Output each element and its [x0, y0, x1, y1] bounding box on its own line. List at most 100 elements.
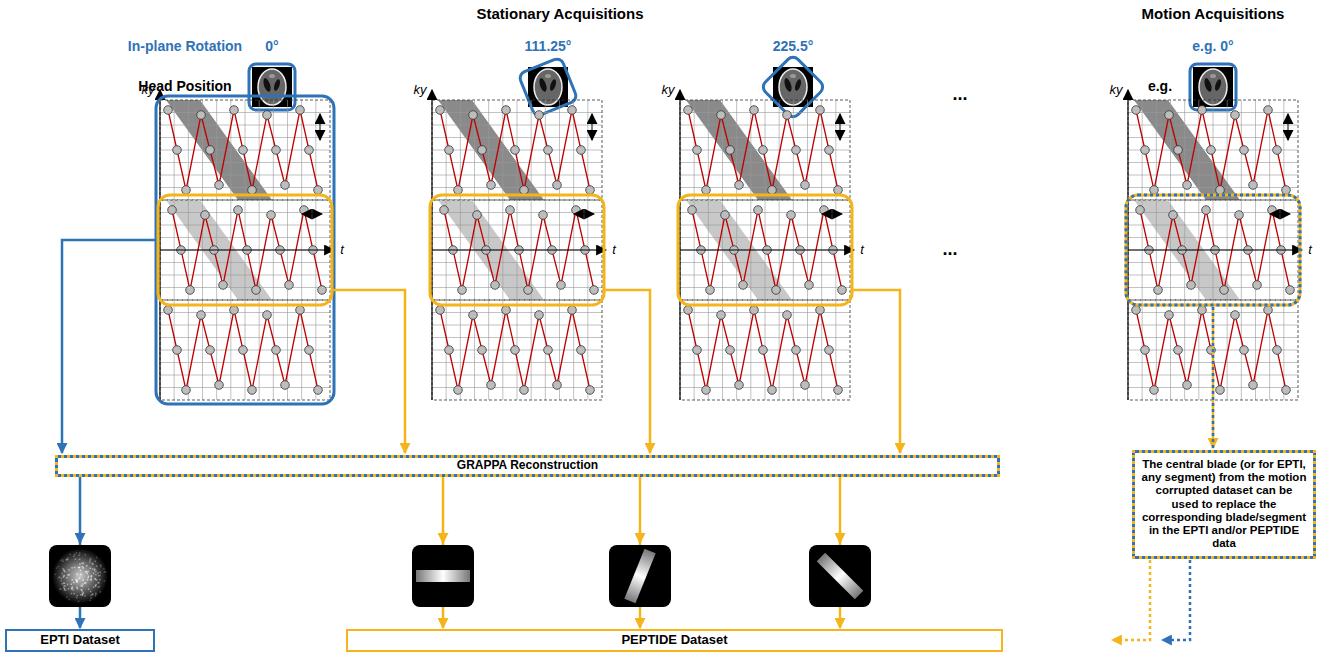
grid-line [1128, 125, 1298, 126]
sample-point [787, 211, 796, 220]
noise-dot [84, 582, 86, 584]
sample-point [816, 306, 825, 315]
blade-stripe [624, 549, 655, 604]
sample-point [305, 346, 314, 355]
sample-point [300, 206, 309, 215]
sample-point [702, 386, 711, 395]
sample-point [544, 146, 553, 155]
noise-dot [86, 565, 88, 567]
noise-dot [63, 576, 65, 578]
reconstructed-image [609, 545, 671, 607]
grid-line [680, 337, 850, 338]
note-box: The central blade (or for EPTI, any segm… [1132, 450, 1316, 559]
noise-dot [103, 568, 105, 570]
axis-label: t [860, 243, 864, 257]
sample-point [834, 186, 843, 195]
noise-dot [79, 559, 81, 561]
feature [545, 74, 551, 78]
noise-dot [68, 588, 70, 590]
flow-arrow [1212, 307, 1215, 448]
t-axis [680, 249, 854, 250]
annotation-label: e.g. 0° [1192, 39, 1233, 54]
sample-point [173, 146, 182, 155]
sample-point [1249, 181, 1258, 190]
ventricle [1214, 79, 1222, 92]
sample-point [577, 146, 586, 155]
noise-dot [78, 567, 80, 569]
sample-point [1136, 206, 1145, 215]
sample-point [281, 181, 290, 190]
noise-dot [78, 567, 80, 569]
sample-point [721, 211, 730, 220]
sample-point [772, 286, 781, 295]
grid-line [160, 362, 330, 363]
sample-point [285, 281, 294, 290]
rotation-frame [249, 64, 295, 110]
sample-point [1165, 311, 1174, 320]
kspace-panel [678, 90, 854, 400]
sample-point [1141, 346, 1150, 355]
blade-stripe [817, 553, 864, 600]
sample-point [469, 111, 478, 120]
sample-point [478, 346, 487, 355]
noise-dot [58, 577, 60, 579]
noise-dot [67, 557, 69, 559]
sample-point [1282, 386, 1291, 395]
sample-point [1187, 281, 1196, 290]
flow-arrow-head [442, 532, 445, 543]
sample-point [1183, 181, 1192, 190]
noise-dot [64, 571, 66, 573]
sample-point [182, 186, 191, 195]
noise-dot [94, 569, 96, 571]
grid-line [1128, 262, 1298, 263]
noise-dot [76, 587, 78, 589]
grid-line [160, 112, 330, 113]
sample-point [557, 281, 566, 290]
sample-point [182, 386, 191, 395]
sample-point [272, 146, 281, 155]
sample-point [164, 106, 173, 115]
sample-point [1132, 106, 1141, 115]
t-axis [1128, 249, 1302, 250]
sample-point [1174, 346, 1183, 355]
noise-dot [90, 595, 92, 597]
grid-line [680, 275, 850, 276]
axis-label: ky [1110, 83, 1123, 97]
grid-line [160, 237, 330, 238]
noise-dot [61, 578, 63, 580]
sample-point [1165, 111, 1174, 120]
noise-dot [76, 552, 78, 554]
sample-point [825, 346, 834, 355]
sample-point [1231, 111, 1240, 120]
noise-dot [69, 554, 71, 556]
spacing-marker [840, 114, 841, 140]
grid-line [160, 262, 330, 263]
annotation-label: ... [942, 240, 957, 260]
noise-dot [71, 586, 73, 588]
sample-point [1220, 286, 1229, 295]
annotation-label: 111.25° [525, 39, 572, 54]
grid-line [160, 287, 330, 288]
noise-dot [87, 577, 89, 579]
blade-highlight [1126, 195, 1300, 305]
noise-dot [95, 585, 97, 587]
noise-dot [58, 566, 60, 568]
sample-point [539, 211, 548, 220]
sample-point [173, 346, 182, 355]
noise-dot [97, 582, 99, 584]
segment-border [160, 300, 330, 400]
grid-line [160, 137, 330, 138]
grid-line [432, 287, 602, 288]
noise-dot [76, 579, 78, 581]
grid-line [680, 125, 850, 126]
grid-line [680, 225, 850, 226]
axis-label: t [1308, 243, 1312, 257]
sample-point [568, 306, 577, 315]
grid-line [1128, 162, 1298, 163]
reconstructed-image [809, 545, 871, 607]
sample-point [234, 206, 243, 215]
sample-point [511, 146, 520, 155]
sample-point [805, 281, 814, 290]
segment-border [680, 300, 850, 400]
sample-point [586, 186, 595, 195]
